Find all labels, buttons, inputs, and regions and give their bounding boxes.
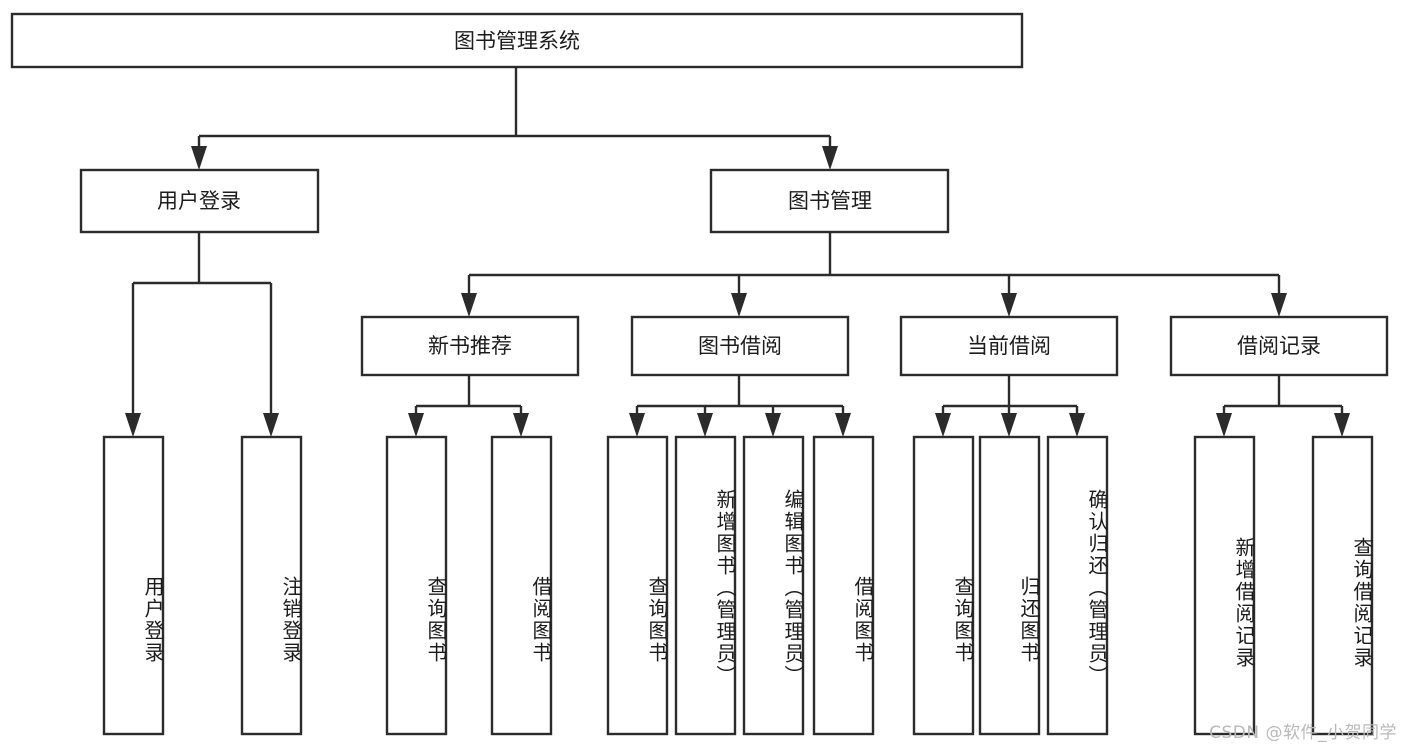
arrowhead-to-borrow	[731, 293, 747, 317]
node-login-box[interactable]	[79, 168, 320, 234]
arrowhead-to-leaf-5	[629, 413, 645, 437]
arrowhead-to-login	[191, 146, 207, 170]
node-current[interactable]: 当前借阅	[899, 315, 1119, 377]
arrowhead-to-leaf-3	[408, 413, 424, 437]
node-leaf-6-box[interactable]	[674, 435, 737, 736]
edge-bookmgmt-to-bus	[467, 232, 1281, 293]
node-borrow-box[interactable]	[630, 315, 850, 377]
arrowhead-to-leaf-6	[697, 413, 713, 437]
node-leaf-13-box[interactable]	[1311, 435, 1374, 736]
node-root-label: 图书管理系统	[454, 29, 580, 53]
node-borrow-label: 图书借阅	[698, 334, 782, 358]
node-leaf-2-box[interactable]	[240, 435, 303, 736]
node-leaf-1-box[interactable]	[102, 435, 165, 736]
node-bookmgmt-label: 图书管理	[788, 189, 872, 213]
edge-records-to-bus	[1222, 375, 1344, 413]
node-newbook-label: 新书推荐	[428, 334, 512, 358]
node-leaf-9-box[interactable]	[912, 435, 975, 736]
node-leaf-11-box[interactable]	[1046, 435, 1109, 736]
node-login[interactable]: 用户登录	[79, 168, 320, 234]
node-leaf-4-box[interactable]	[490, 435, 553, 736]
node-newbook[interactable]: 新书推荐	[360, 315, 580, 377]
arrowhead-to-leaf-2	[263, 413, 279, 437]
node-leaf-3-box[interactable]	[385, 435, 448, 736]
arrowhead-to-bookmgmt	[822, 146, 838, 170]
node-records-label: 借阅记录	[1237, 334, 1321, 358]
node-borrow[interactable]: 图书借阅	[630, 315, 850, 377]
node-login-label: 用户登录	[157, 189, 241, 213]
node-current-label: 当前借阅	[967, 334, 1051, 358]
node-bookmgmt-box[interactable]	[709, 168, 950, 234]
leaf-boxes-layer	[102, 435, 1374, 736]
node-leaf-8-box[interactable]	[812, 435, 875, 736]
arrowhead-to-leaf-11	[1069, 413, 1085, 437]
node-root[interactable]: 图书管理系统	[10, 12, 1024, 69]
arrowhead-to-leaf-7	[765, 413, 781, 437]
arrowhead-to-leaf-4	[513, 413, 529, 437]
arrowhead-to-records	[1271, 293, 1287, 317]
node-leaf-7-box[interactable]	[742, 435, 805, 736]
arrowhead-to-newbook	[461, 293, 477, 317]
arrowhead-to-leaf-8	[835, 413, 851, 437]
node-current-box[interactable]	[899, 315, 1119, 377]
arrowhead-to-leaf-9	[935, 413, 951, 437]
watermark-label: CSDN @软件_小贺同学	[1209, 723, 1397, 743]
arrowhead-to-leaf-13	[1334, 413, 1350, 437]
edge-current-to-bus	[941, 375, 1079, 413]
node-records[interactable]: 借阅记录	[1169, 315, 1389, 377]
arrowhead-to-current	[1001, 293, 1017, 317]
node-leaf-12-box[interactable]	[1193, 435, 1256, 736]
node-newbook-box[interactable]	[360, 315, 580, 377]
node-bookmgmt[interactable]: 图书管理	[709, 168, 950, 234]
node-records-box[interactable]	[1169, 315, 1389, 377]
edge-root-to-bus	[197, 67, 832, 146]
arrowhead-to-leaf-1	[125, 413, 141, 437]
edges-layer	[125, 67, 1350, 437]
node-root-box[interactable]	[10, 12, 1024, 69]
edge-newbook-to-bus	[414, 375, 523, 413]
node-leaf-5-box[interactable]	[606, 435, 669, 736]
arrowhead-to-leaf-10	[1001, 413, 1017, 437]
edge-borrow-to-bus	[635, 375, 845, 413]
node-leaf-10-box[interactable]	[978, 435, 1041, 736]
edge-login-to-bus	[131, 232, 273, 413]
arrowhead-to-leaf-12	[1216, 413, 1232, 437]
